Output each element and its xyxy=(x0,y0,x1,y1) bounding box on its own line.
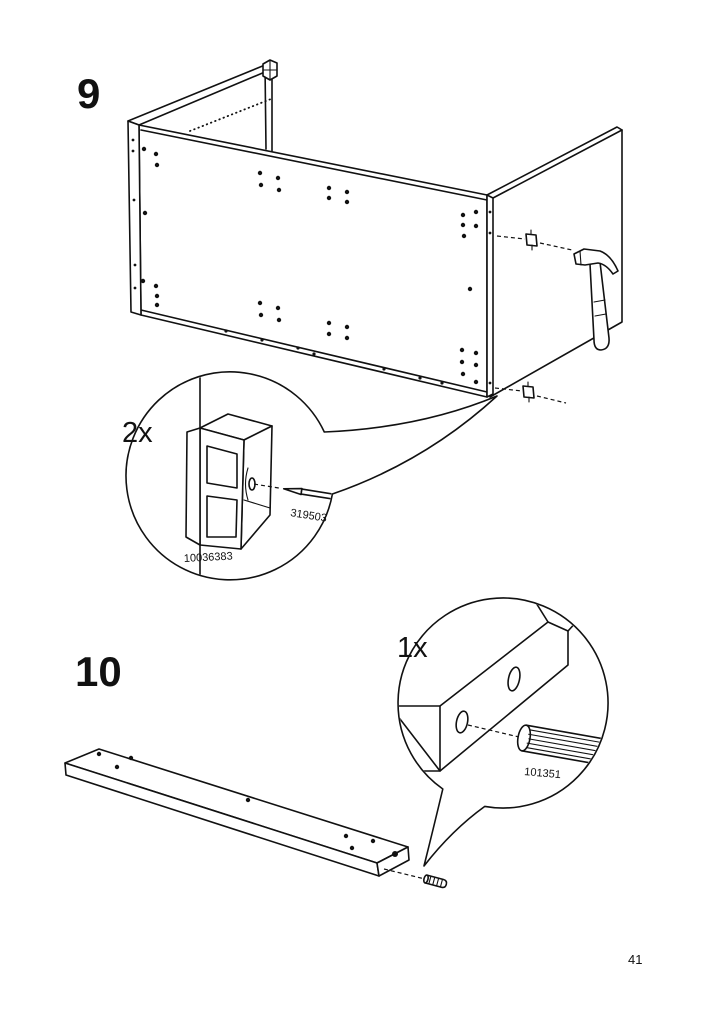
hole xyxy=(258,182,264,188)
hole xyxy=(344,199,350,205)
insertion-path xyxy=(467,724,520,738)
nail-illustration xyxy=(253,483,333,506)
left-side-panel-top-edge xyxy=(127,64,273,126)
hole xyxy=(153,151,159,157)
hole xyxy=(132,198,136,202)
cam-fitting-upper xyxy=(496,229,573,251)
hole xyxy=(257,170,263,176)
hole xyxy=(344,335,350,341)
hole xyxy=(473,379,479,385)
part-number-label: 101351 xyxy=(524,766,562,781)
part-number-label: 319503 xyxy=(290,507,328,525)
hole xyxy=(140,278,146,284)
callout-bubble xyxy=(125,371,498,581)
hole xyxy=(473,223,479,229)
hole xyxy=(275,175,281,181)
hole xyxy=(349,845,355,851)
left-side-panel-back-edge xyxy=(264,64,273,152)
hole xyxy=(296,346,300,350)
hole xyxy=(467,286,473,292)
step-10-number: 10 xyxy=(75,648,122,695)
dowel-illustration xyxy=(516,724,607,771)
hole xyxy=(459,359,465,365)
hole xyxy=(133,263,137,267)
hole xyxy=(96,751,102,757)
hole xyxy=(459,347,465,353)
hole xyxy=(224,329,228,333)
hole xyxy=(128,755,134,761)
hole xyxy=(131,149,135,153)
hole xyxy=(114,764,120,770)
hole xyxy=(473,350,479,356)
part-number-label: 10036383 xyxy=(184,550,234,565)
cabinet-illustration xyxy=(127,59,623,404)
insertion-path xyxy=(383,868,426,880)
step-10: 10 xyxy=(64,597,609,889)
hole xyxy=(343,833,349,839)
hole xyxy=(326,185,332,191)
hole xyxy=(382,367,386,371)
board-holes xyxy=(96,751,398,857)
hole xyxy=(154,162,160,168)
right-panel-front-edge xyxy=(486,194,494,398)
hole xyxy=(154,302,160,308)
panel-holes xyxy=(131,138,492,385)
front-panel-top-edge xyxy=(140,129,488,201)
hole xyxy=(488,231,492,235)
cam-fitting-lower xyxy=(494,381,567,404)
callout-step-10: 1x 101351 xyxy=(397,597,609,867)
connector-fitting xyxy=(262,59,278,81)
hole xyxy=(141,146,147,152)
hole xyxy=(276,187,282,193)
hammer-icon xyxy=(573,248,619,351)
hole xyxy=(392,851,398,857)
dowel-holder-block xyxy=(185,413,273,550)
left-panel-front-edge xyxy=(127,120,142,316)
hole xyxy=(473,362,479,368)
hole xyxy=(257,300,263,306)
hole xyxy=(440,381,444,385)
hole xyxy=(245,797,251,803)
callout-quantity: 1x xyxy=(397,632,428,664)
front-panel xyxy=(138,124,488,398)
hole xyxy=(344,189,350,195)
callout-bubble xyxy=(397,597,609,867)
hidden-back-edge xyxy=(189,98,272,132)
hole xyxy=(133,286,137,290)
hole xyxy=(473,209,479,215)
hole xyxy=(418,376,422,380)
board-front-face xyxy=(64,762,380,877)
hole xyxy=(258,312,264,318)
hole xyxy=(344,324,350,330)
hole xyxy=(488,210,492,214)
step-9-number: 9 xyxy=(77,70,100,117)
hole xyxy=(370,838,376,844)
hole xyxy=(460,371,466,377)
hole xyxy=(488,381,492,385)
hole xyxy=(326,195,332,201)
rail-board-illustration xyxy=(64,748,448,889)
hole xyxy=(312,352,316,356)
step-9: 9 xyxy=(77,59,623,581)
hole xyxy=(142,210,148,216)
hole xyxy=(154,293,160,299)
hole xyxy=(131,138,135,142)
hole xyxy=(460,222,466,228)
front-panel-bottom-edge xyxy=(140,309,488,393)
hole xyxy=(460,212,466,218)
callout-step-9: 2x 319503 10036383 xyxy=(122,371,498,581)
dowel-small-illustration xyxy=(423,874,448,889)
hole xyxy=(326,331,332,337)
hole xyxy=(275,305,281,311)
hole xyxy=(326,320,332,326)
callout-quantity: 2x xyxy=(122,417,153,449)
hole xyxy=(153,283,159,289)
right-side-panel-inner-edge xyxy=(492,129,623,199)
hole xyxy=(276,317,282,323)
page-number: 41 xyxy=(628,952,642,967)
hole xyxy=(260,338,264,342)
hole xyxy=(461,233,467,239)
